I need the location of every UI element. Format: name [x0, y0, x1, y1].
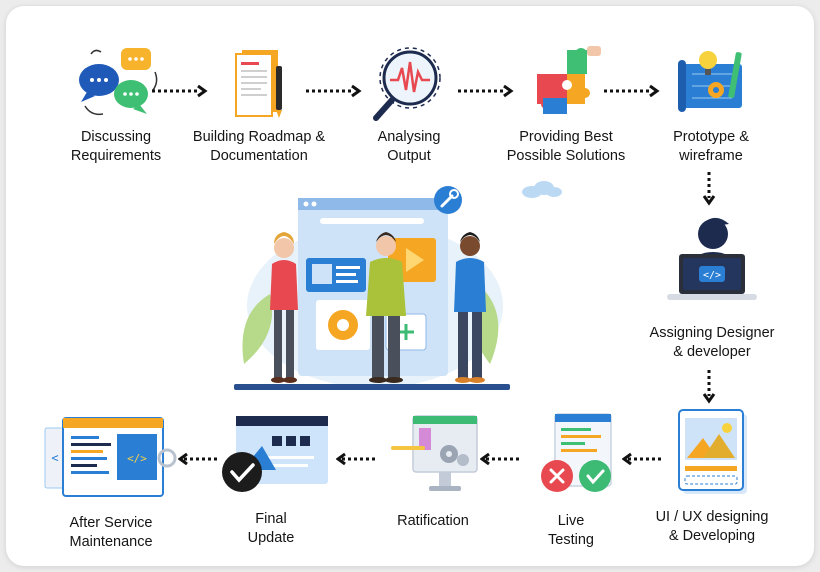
arrow-right: [604, 84, 660, 98]
puzzle-icon: [537, 46, 601, 114]
magnifier-wave-icon: [373, 47, 441, 121]
step-label: Prototype & wireframe: [673, 129, 749, 164]
step-label: Final Update: [247, 511, 295, 546]
arrow-down: [702, 370, 716, 404]
process-diagram-card: Discussing Requirements Building Roadmap…: [6, 6, 814, 566]
screen-check-icon: [222, 416, 328, 492]
arrow-left: [178, 452, 220, 466]
step-live-testing: Live Testing: [506, 410, 636, 548]
step-building-roadmap: Building Roadmap & Documentation: [192, 44, 326, 170]
arrow-left: [622, 452, 664, 466]
step-ratification: Ratification: [368, 410, 498, 530]
arrow-right: [306, 84, 362, 98]
svg-text:</>: </>: [127, 452, 147, 465]
step-assigning-designer: </> Assigning Designer & developer: [642, 206, 782, 366]
step-label: Live Testing: [548, 513, 594, 548]
arrow-right: [458, 84, 514, 98]
code-screen-icon: < </>: [44, 417, 177, 497]
step-analysing-output: Analysing Output: [344, 42, 474, 170]
step-label: UI / UX designing & Developing: [655, 509, 769, 544]
svg-text:</>: </>: [703, 270, 721, 281]
image-card-icon: [678, 409, 747, 494]
blueprint-icon: [678, 51, 742, 112]
team-illustration: [234, 186, 510, 390]
step-label: Ratification: [397, 513, 469, 529]
arrow-down: [702, 172, 716, 206]
step-label: Assigning Designer & developer: [649, 325, 775, 360]
cloud-icon: [522, 181, 562, 198]
step-ui-ux-designing: UI / UX designing & Developing: [642, 408, 782, 548]
step-discussing-requirements: Discussing Requirements: [51, 44, 181, 170]
step-label: Discussing Requirements: [70, 129, 162, 164]
step-after-service-maintenance: < </> After Service Maintenance: [36, 410, 186, 550]
step-providing-solutions: Providing Best Possible Solutions: [496, 44, 636, 170]
svg-text:<: <: [51, 451, 58, 465]
step-label: Building Roadmap & Documentation: [192, 129, 326, 164]
chat-bubbles-icon: [79, 48, 158, 116]
arrow-left: [336, 452, 378, 466]
browser-check-icon: [541, 413, 612, 492]
step-final-update: Final Update: [206, 410, 336, 548]
arrow-right: [152, 84, 208, 98]
step-label: Providing Best Possible Solutions: [506, 129, 626, 164]
document-pen-icon: [235, 50, 282, 118]
step-prototype-wireframe: Prototype & wireframe: [646, 42, 776, 170]
developer-laptop-icon: </>: [667, 217, 757, 300]
step-label: After Service Maintenance: [69, 515, 153, 550]
arrow-left: [480, 452, 522, 466]
monitor-gears-icon: [391, 415, 478, 491]
step-label: Analysing Output: [377, 129, 441, 164]
